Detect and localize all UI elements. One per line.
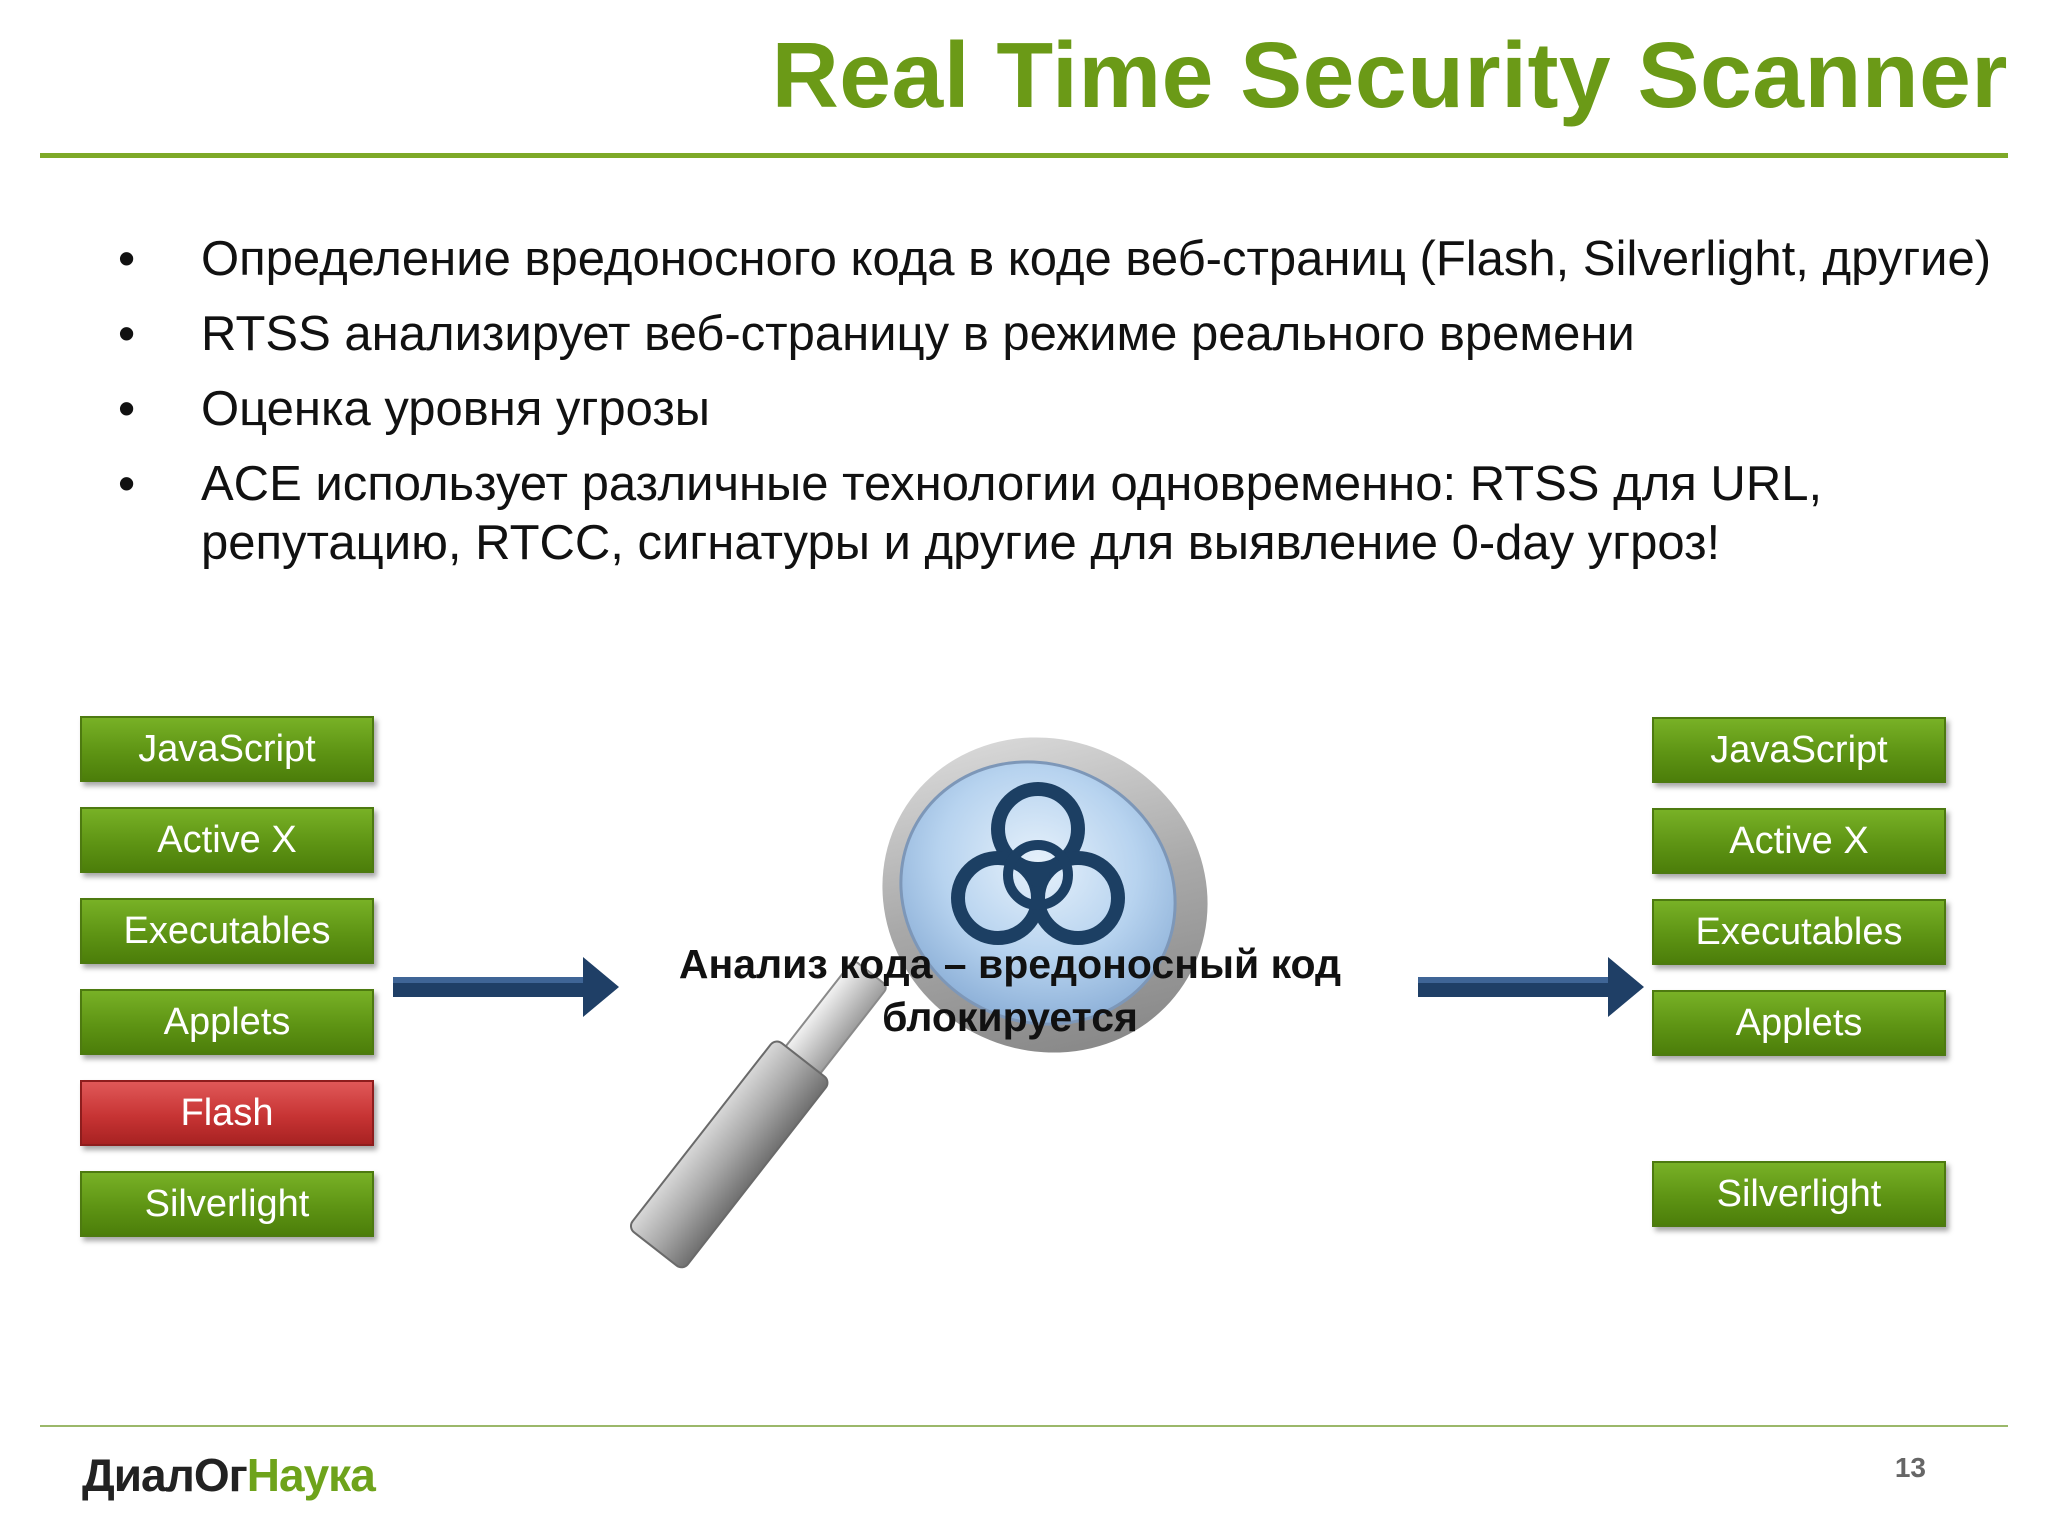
right-tag-applets: Applets [1652,990,1946,1056]
bullet-dot: • [118,382,136,436]
right-tag-silverlight: Silverlight [1652,1161,1946,1227]
left-tag-silverlight: Silverlight [80,1171,374,1237]
left-tag-javascript: JavaScript [80,716,374,782]
left-tag-flash-blocked: Flash [80,1080,374,1146]
bullet-item: • Оценка уровня угрозы [118,380,1998,439]
left-tag-activex: Active X [80,807,374,873]
bullet-text: RTSS анализирует веб-страницу в режиме р… [201,307,1635,361]
bullet-item: • ACE использует различные технологии одн… [118,455,1998,573]
left-tag-applets: Applets [80,989,374,1055]
bullet-list: • Определение вредоносного кода в коде ве… [118,230,1998,589]
right-tag-executables: Executables [1652,899,1946,965]
right-tag-javascript: JavaScript [1652,717,1946,783]
bullet-text: ACE использует различные технологии одно… [201,457,1823,570]
bullet-text: Определение вредоносного кода в коде веб… [201,232,1992,286]
bullet-text: Оценка уровня угрозы [201,382,711,436]
analysis-caption: Анализ кода – вредоносный код блокируетс… [678,941,1342,1040]
left-tag-executables: Executables [80,898,374,964]
magnifier-biohazard-icon [629,737,1208,1269]
bullet-dot: • [118,307,136,361]
footer-divider [40,1425,2008,1427]
bullet-item: • RTSS анализирует веб-страницу в режиме … [118,305,1998,364]
arrow-right-icon [1418,957,1644,1017]
slide-title: Real Time Security Scanner [771,23,2008,127]
page-number: 13 [1894,1452,1926,1483]
right-tag-activex: Active X [1652,808,1946,874]
title-divider [40,153,2008,158]
logo-text-part-a: ДиалОг [82,1449,248,1501]
arrow-right-icon [393,957,619,1017]
bullet-dot: • [118,232,136,286]
bullet-dot: • [118,457,136,511]
company-logo: ДиалОгНаука [82,1448,376,1502]
logo-text-part-b: Наука [246,1449,376,1501]
bullet-item: • Определение вредоносного кода в коде ве… [118,230,1998,289]
